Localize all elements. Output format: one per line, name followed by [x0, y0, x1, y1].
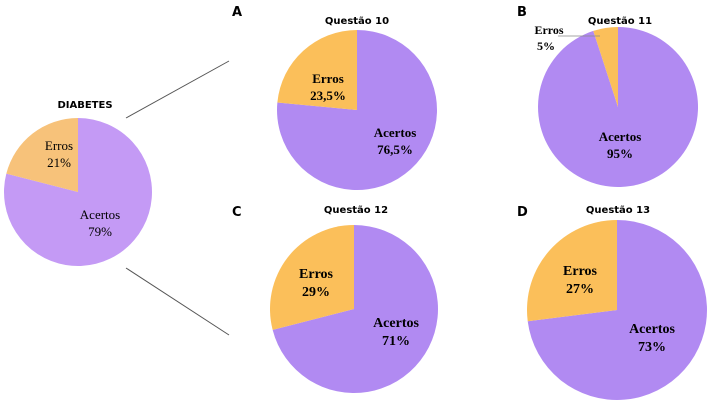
slice-label-erros: Erros: [299, 267, 334, 282]
slice-value-erros: 5%: [537, 39, 555, 53]
slice-label-acertos: Acertos: [629, 322, 675, 337]
slice-label-erros: Erros: [45, 138, 73, 153]
slice-value-acertos: 79%: [88, 224, 112, 239]
slice-label-acertos: Acertos: [80, 207, 120, 222]
pie-slice-acertos: [538, 26, 699, 188]
slice-label-erros: Erros: [534, 23, 563, 37]
chart-title-questao-13: Questão 13: [586, 205, 650, 216]
pie-slice-acertos: [527, 219, 708, 400]
pie-questao-10: [277, 30, 438, 190]
pie-slice-erros: [527, 220, 617, 322]
pie-questao-11: [538, 26, 699, 188]
slice-label-acertos: Acertos: [374, 125, 417, 140]
slice-label-erros: Erros: [563, 264, 598, 279]
slice-value-erros: 21%: [47, 155, 71, 170]
slice-label-erros: Erros: [312, 71, 344, 86]
chart-title-diabetes: DIABETES: [57, 100, 112, 111]
connector-line-top: [125, 60, 230, 119]
slice-label-acertos: Acertos: [599, 129, 642, 144]
pie-slice-acertos: [272, 224, 439, 394]
chart-title-questao-10: Questão 10: [325, 16, 389, 27]
slice-value-acertos: 71%: [382, 334, 410, 349]
panel-letter-a: A: [232, 5, 242, 20]
pie-slice-erros: [6, 118, 79, 192]
pie-diabetes: [3, 118, 152, 266]
chart-title-questao-12: Questão 12: [324, 205, 388, 216]
pie-slice-erros: [270, 225, 354, 330]
pie-slice-erros: [277, 30, 357, 110]
slice-value-erros: 29%: [302, 285, 330, 300]
connector-line-bottom: [125, 267, 230, 336]
pie-slice-acertos: [277, 30, 438, 190]
pie-questao-13: [527, 219, 708, 400]
slice-value-erros: 27%: [566, 282, 594, 297]
panel-letter-b: B: [517, 5, 527, 20]
pie-slice-acertos: [3, 118, 152, 266]
slice-value-acertos: 95%: [607, 146, 633, 161]
slice-value-acertos: 73%: [638, 340, 666, 355]
slice-value-acertos: 76,5%: [377, 142, 413, 157]
slice-label-acertos: Acertos: [373, 316, 419, 331]
pie-questao-12: [270, 224, 439, 394]
panel-letter-d: D: [517, 205, 528, 220]
pie-slice-erros: [593, 27, 618, 107]
panel-letter-c: C: [232, 205, 242, 220]
chart-title-questao-11: Questão 11: [588, 16, 652, 27]
slice-value-erros: 23,5%: [310, 88, 346, 103]
